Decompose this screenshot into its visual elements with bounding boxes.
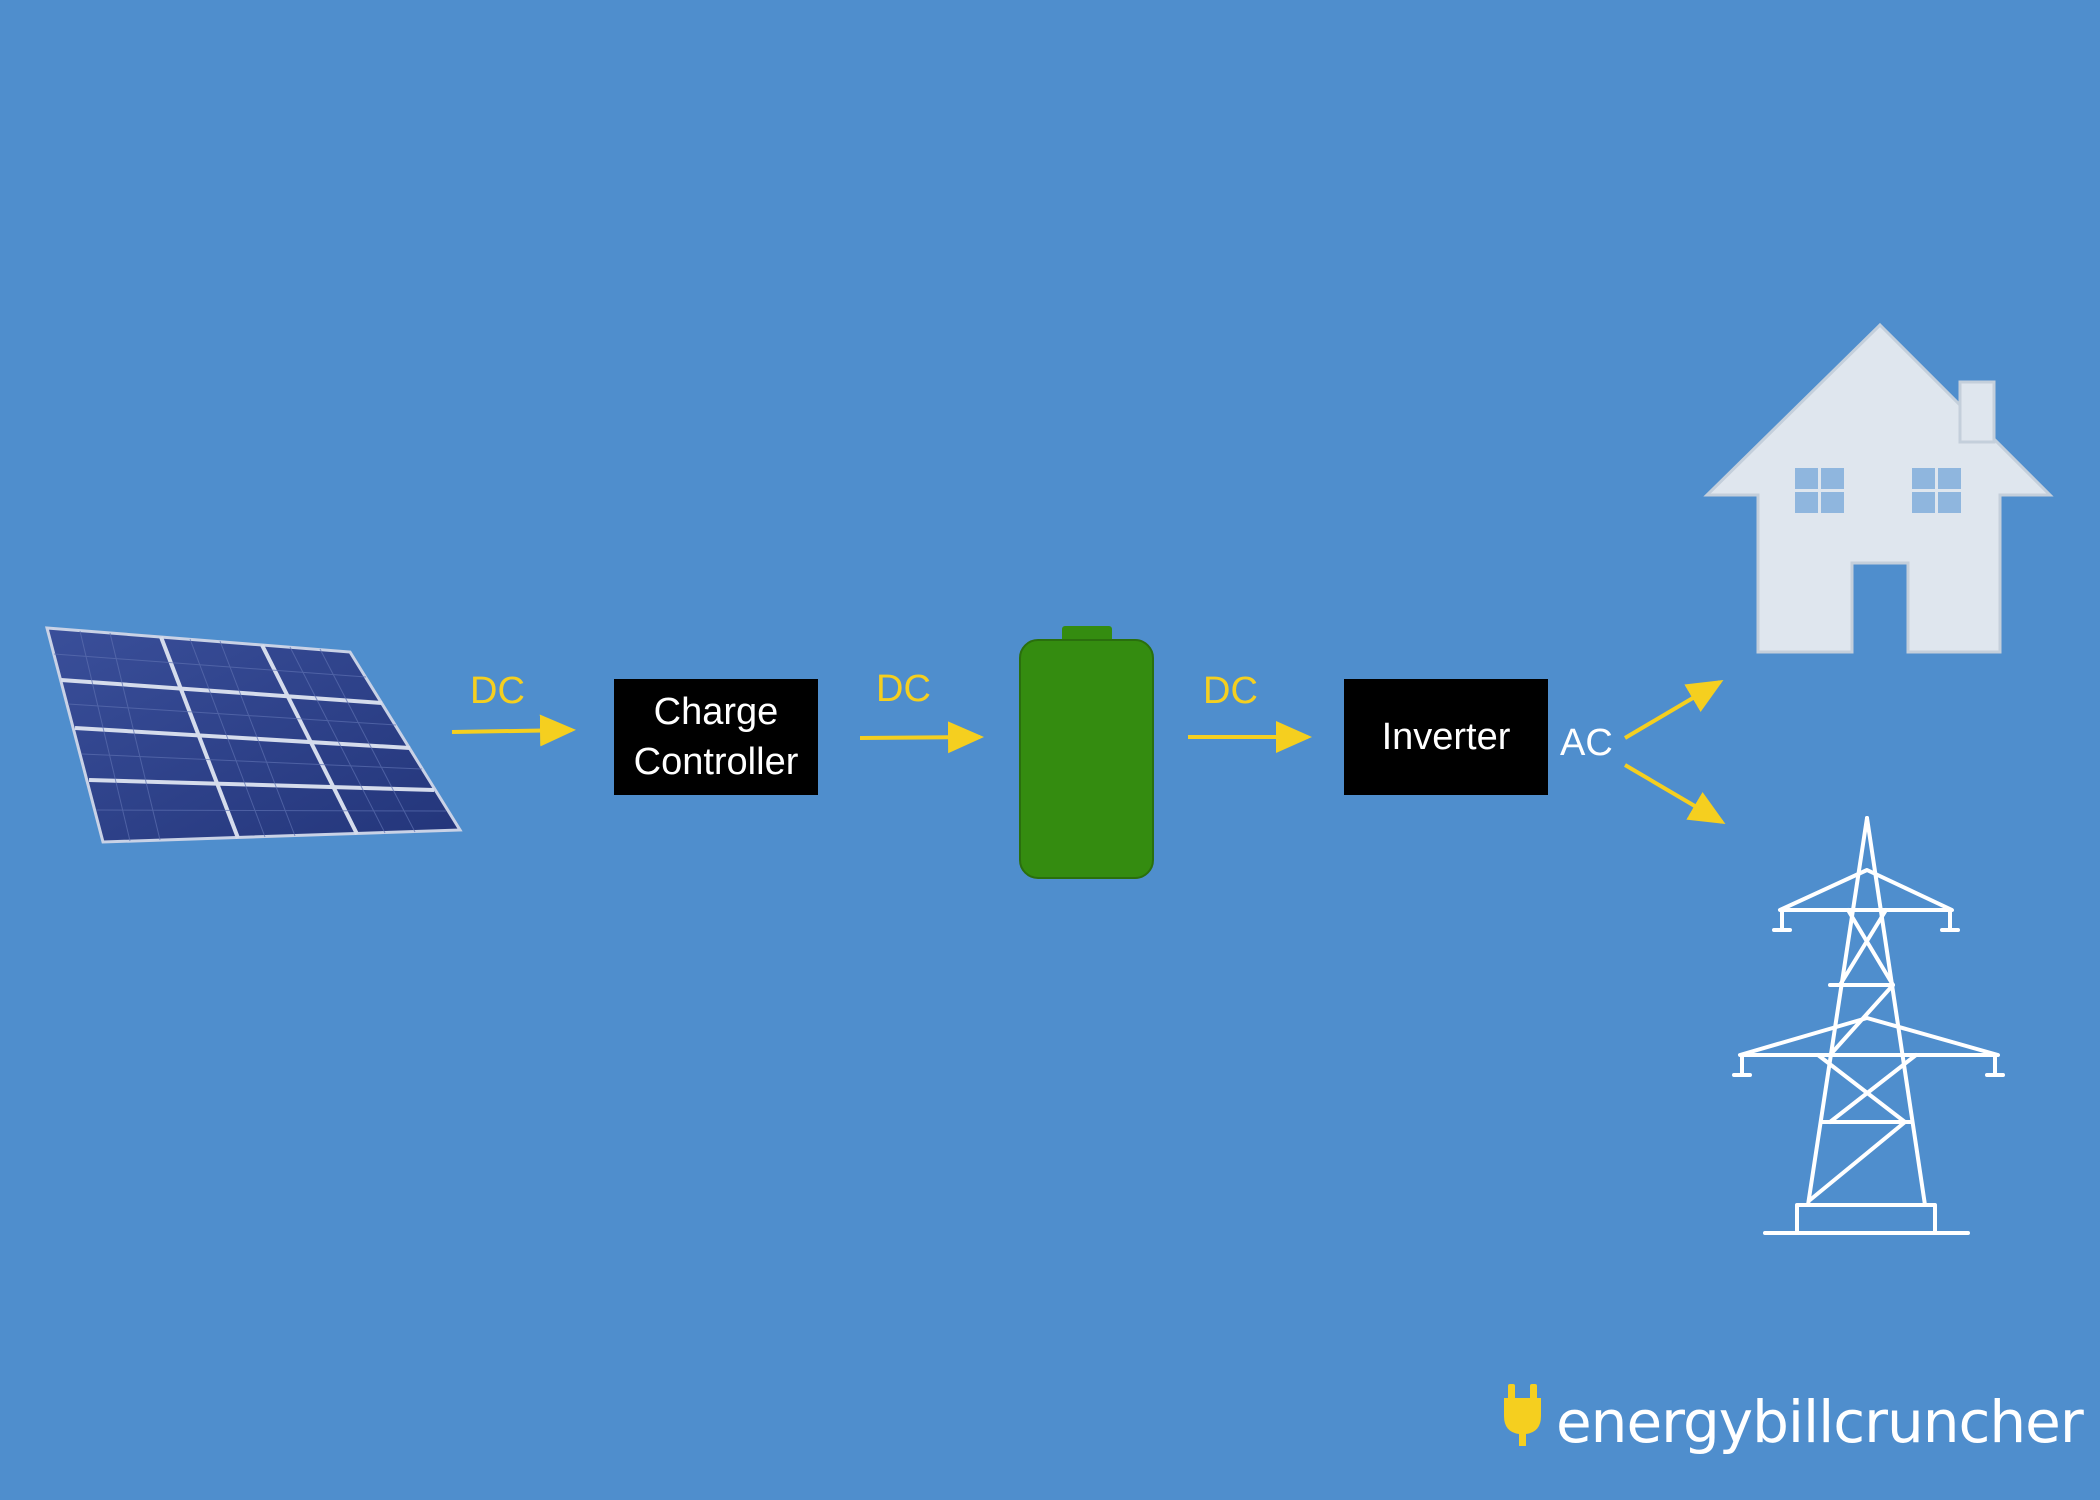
dc-label-2: DC bbox=[876, 668, 931, 710]
ac-label: AC bbox=[1560, 722, 1613, 764]
arrow-controller-to-battery bbox=[859, 721, 984, 754]
battery-icon bbox=[1019, 626, 1154, 879]
brand-logo: energybillcruncher bbox=[1500, 1382, 2084, 1462]
dc-label-1: DC bbox=[470, 670, 525, 712]
dc-label-3: DC bbox=[1203, 670, 1258, 712]
brand-name: energybillcruncher bbox=[1556, 1388, 2084, 1456]
inverter-box: Inverter bbox=[1344, 679, 1548, 795]
arrow-inverter-to-grid bbox=[1623, 763, 1726, 825]
power-tower-icon bbox=[1732, 816, 2005, 1235]
arrow-panel-to-controller bbox=[451, 714, 576, 747]
charge-controller-line1: Charge bbox=[653, 691, 779, 733]
inverter-label: Inverter bbox=[1381, 716, 1511, 758]
plug-icon bbox=[1504, 1384, 1541, 1446]
arrow-inverter-to-house bbox=[1623, 679, 1724, 740]
charge-controller-line2: Controller bbox=[633, 741, 799, 783]
house-icon bbox=[1703, 322, 2054, 654]
charge-controller-box: Charge Controller bbox=[614, 679, 818, 795]
solar-panel-icon bbox=[45, 626, 463, 844]
